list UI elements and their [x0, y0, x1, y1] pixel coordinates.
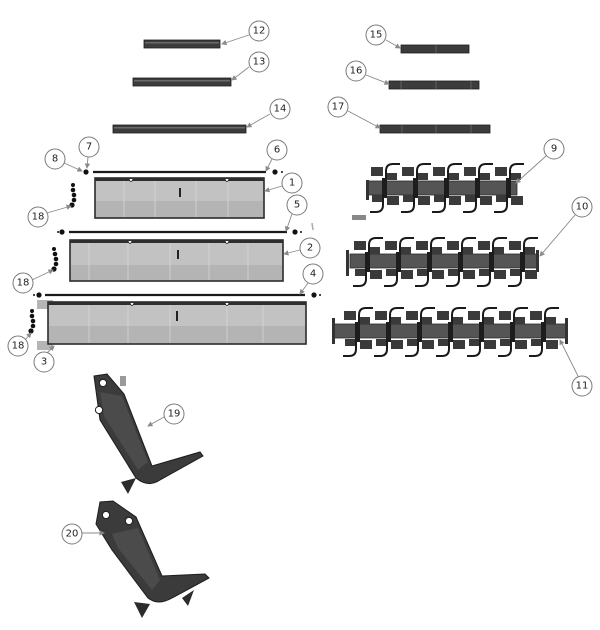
rotor-assembly-11: [332, 307, 568, 357]
bar-part-14: [112, 124, 247, 134]
callout-number: 3: [41, 357, 47, 368]
cover-panel-3: [47, 301, 307, 345]
callout-13: 13: [248, 51, 270, 73]
chain-link-18b: [51, 247, 59, 272]
callout-number: 14: [274, 104, 287, 115]
callout-circle: [281, 172, 303, 194]
callout-circle: [248, 20, 270, 42]
callout-circle: [12, 272, 34, 294]
callout-number: 2: [307, 243, 313, 254]
callout-number: 4: [310, 269, 316, 280]
callout-circle: [78, 136, 100, 158]
hinge-rod-4: [33, 292, 321, 298]
chain-link-18c: [28, 309, 36, 334]
callout-circle: [61, 523, 83, 545]
bar-part-15: [400, 44, 470, 54]
callout-circle: [365, 24, 387, 46]
callout-circle: [27, 206, 49, 228]
callout-3: 3: [33, 351, 55, 373]
bar-part-17: [379, 124, 491, 134]
callout-number: 16: [350, 66, 363, 77]
cover-panel-2: [69, 239, 284, 282]
leader-lines: [24, 34, 579, 536]
cover-panel-1: [94, 177, 265, 219]
callout-circle: [543, 138, 565, 160]
callout-19: 19: [163, 403, 185, 425]
callout-circle: [44, 148, 66, 170]
callout-circle: [33, 351, 55, 373]
callout-number: 20: [66, 529, 79, 540]
hinge-rod-6: [83, 169, 283, 175]
callout-11: 11: [571, 375, 593, 397]
callout-number: 18: [32, 212, 45, 223]
callout-circle: [571, 375, 593, 397]
side-bracket-3: [37, 300, 53, 350]
callout-circle: [571, 196, 593, 218]
callout-number: 8: [52, 154, 58, 165]
callout-5: 5: [286, 194, 308, 216]
callout-17: 17: [327, 96, 349, 118]
tine-blade-19: [93, 373, 204, 494]
callout-18a: 18: [27, 206, 49, 228]
callout-18c: 18: [7, 335, 29, 357]
callout-circle: [248, 51, 270, 73]
callout-18b: 18: [12, 272, 34, 294]
callouts: 1 2 3 4 5 6 7 8 9 10 11 12 13 14 15 16 1…: [7, 20, 593, 545]
callout-number: 15: [370, 30, 383, 41]
callout-number: 18: [12, 341, 25, 352]
callout-14: 14: [269, 98, 291, 120]
callout-20: 20: [61, 523, 83, 545]
callout-number: 1: [289, 178, 295, 189]
callout-12: 12: [248, 20, 270, 42]
rotor-assembly-9: [352, 163, 525, 220]
callout-7: 7: [78, 136, 100, 158]
callout-number: 17: [332, 102, 345, 113]
callout-16: 16: [345, 60, 367, 82]
callout-number: 11: [576, 381, 589, 392]
callout-number: 18: [17, 278, 30, 289]
tine-blade-20: [95, 500, 210, 618]
bar-part-16: [388, 80, 480, 90]
callout-circle: [345, 60, 367, 82]
bar-part-12: [143, 39, 221, 49]
callout-circle: [299, 237, 321, 259]
callout-number: 6: [274, 145, 280, 156]
callout-number: 19: [168, 409, 181, 420]
callout-number: 5: [294, 200, 300, 211]
callout-number: 7: [86, 142, 92, 153]
callout-number: 9: [551, 144, 557, 155]
callout-number: 13: [253, 57, 266, 68]
rotor-assembly-10: [346, 237, 539, 287]
hinge-rod-5: [57, 222, 314, 235]
callout-circle: [163, 403, 185, 425]
callout-number: 12: [253, 26, 266, 37]
callout-circle: [7, 335, 29, 357]
callout-6: 6: [266, 139, 288, 161]
callout-circle: [269, 98, 291, 120]
callout-circle: [302, 263, 324, 285]
callout-10: 10: [571, 196, 593, 218]
callout-9: 9: [543, 138, 565, 160]
callout-4: 4: [302, 263, 324, 285]
callout-circle: [266, 139, 288, 161]
callout-8: 8: [44, 148, 66, 170]
callout-15: 15: [365, 24, 387, 46]
callout-circle: [286, 194, 308, 216]
callout-1: 1: [281, 172, 303, 194]
callout-2: 2: [299, 237, 321, 259]
bar-part-13: [132, 77, 232, 87]
callout-circle: [327, 96, 349, 118]
chain-link-18a: [69, 183, 77, 208]
callout-number: 10: [576, 202, 589, 213]
